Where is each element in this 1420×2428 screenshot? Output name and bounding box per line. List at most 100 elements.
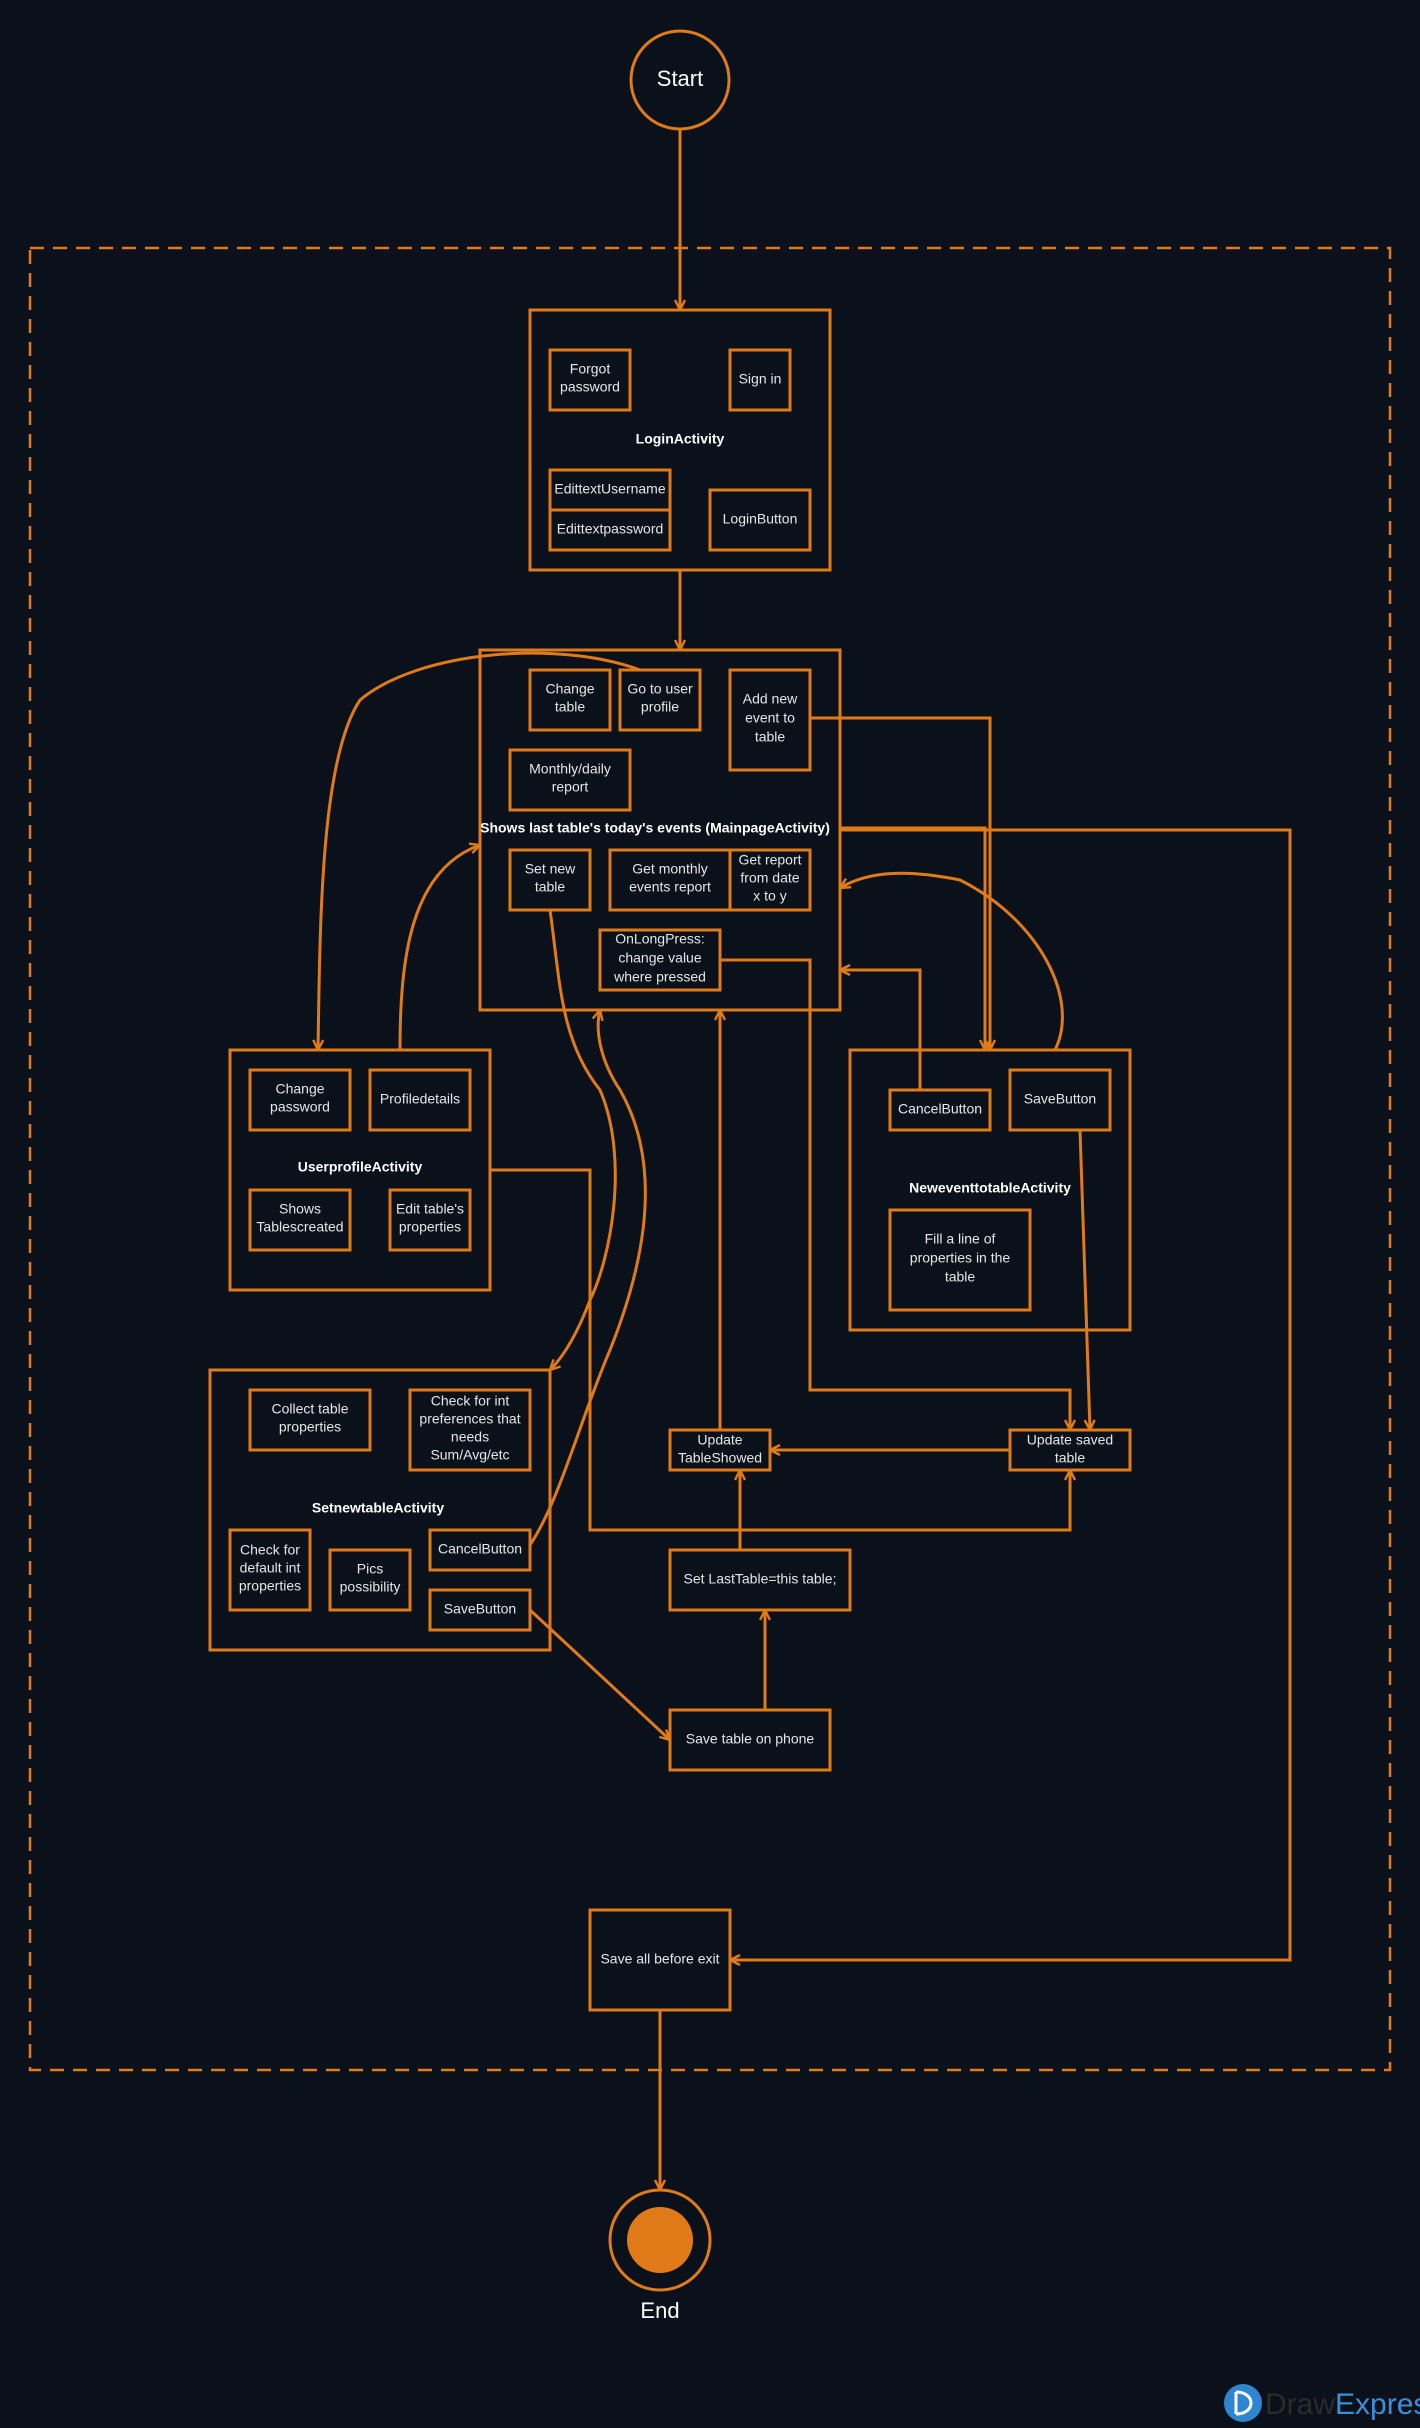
edge-add-event-newevent xyxy=(810,716,990,1050)
edges xyxy=(318,129,1292,2190)
edit-properties-line2: properties xyxy=(399,1219,461,1235)
newevent-save-label: SaveButton xyxy=(1024,1091,1096,1107)
setnewtable-activity: Collect table properties Check for int p… xyxy=(208,1368,552,1652)
fill-line-line2: properties in the xyxy=(910,1250,1011,1266)
update-tableshowed-line1: Update xyxy=(697,1432,742,1448)
check-int-box xyxy=(408,1388,532,1472)
sign-in-box[interactable] xyxy=(728,348,792,412)
long-press-line3: where pressed xyxy=(613,969,706,985)
profiledetails-box[interactable] xyxy=(368,1068,472,1132)
shows-tables-line2: Tablescreated xyxy=(256,1219,343,1235)
save-all-label: Save all before exit xyxy=(600,1951,719,1967)
add-event-line2: event to xyxy=(745,710,795,726)
sign-in-label: Sign in xyxy=(739,371,782,387)
login-button-label: LoginButton xyxy=(723,511,798,527)
pics-line2: possibility xyxy=(340,1579,401,1595)
set-new-table-line1: Set new xyxy=(525,861,576,877)
long-press-line2: change value xyxy=(618,950,702,966)
set-lasttable-label: Set LastTable=this table; xyxy=(684,1571,837,1587)
login-button-box[interactable] xyxy=(708,488,812,552)
setnew-cancel-box[interactable] xyxy=(428,1528,532,1572)
setnew-cancel-label: CancelButton xyxy=(438,1541,522,1557)
newevent-activity: CancelButton SaveButton NeweventtotableA… xyxy=(848,1048,1132,1332)
pics-box[interactable] xyxy=(328,1548,412,1612)
pics-line1: Pics xyxy=(357,1561,383,1577)
go-to-profile-box[interactable] xyxy=(618,668,702,732)
update-tableshowed-line2: TableShowed xyxy=(678,1450,762,1466)
edge-main-newevent xyxy=(840,826,985,1050)
end-node-fill xyxy=(627,2207,693,2273)
fill-line-line3: table xyxy=(945,1269,976,1285)
get-report-line1: Get report xyxy=(738,852,801,868)
change-password-box[interactable] xyxy=(248,1068,352,1132)
change-table-line2: table xyxy=(555,699,586,715)
start-label: Start xyxy=(657,66,703,91)
get-monthly-line1: Get monthly xyxy=(632,861,707,877)
edge-newevent-save-updatesaved xyxy=(1078,1129,1090,1430)
edge-setnew-save-savephone xyxy=(528,1608,670,1740)
get-report-line3: x to y xyxy=(753,888,786,904)
add-event-line3: table xyxy=(755,729,786,745)
login-activity: Forgot password Sign in LoginActivity Ed… xyxy=(528,308,832,572)
mainpage-activity-title: Shows last table's today's events (Mainp… xyxy=(480,820,830,836)
password-field-box[interactable] xyxy=(548,508,672,552)
newevent-cancel-label: CancelButton xyxy=(898,1101,982,1117)
check-int-line1: Check for int xyxy=(431,1393,510,1409)
monthly-daily-line2: report xyxy=(552,779,589,795)
setnew-save-label: SaveButton xyxy=(444,1601,516,1617)
shows-tables-line1: Shows xyxy=(279,1201,321,1217)
edge-longpress-updatesaved xyxy=(720,958,1070,1430)
change-password-line2: password xyxy=(270,1099,330,1115)
setnewtable-activity-title: SetnewtableActivity xyxy=(312,1500,444,1516)
collect-props-line2: properties xyxy=(279,1419,341,1435)
newevent-activity-title: NeweventtotableActivity xyxy=(909,1180,1071,1196)
profiledetails-label: Profiledetails xyxy=(380,1091,460,1107)
edge-newevent-cancel-main xyxy=(840,970,922,1090)
collect-props-box xyxy=(248,1388,372,1452)
username-field-label: EdittextUsername xyxy=(554,481,665,497)
system-boundary xyxy=(28,246,1392,2072)
forgot-password-line1: Forgot xyxy=(570,361,611,377)
shows-tables-box[interactable] xyxy=(248,1188,352,1252)
set-new-table-line2: table xyxy=(535,879,566,895)
get-monthly-line2: events report xyxy=(629,879,711,895)
drawexpress-brand-prefix: DrawExpress xyxy=(1265,2388,1420,2421)
edit-properties-line1: Edit table's xyxy=(396,1201,464,1217)
edit-properties-box[interactable] xyxy=(388,1188,472,1252)
drawexpress-logo-icon xyxy=(1224,2384,1262,2422)
edge-main-save-all xyxy=(730,828,1292,1960)
long-press-line1: OnLongPress: xyxy=(615,931,705,947)
fill-line-line1: Fill a line of xyxy=(925,1231,996,1247)
change-table-line1: Change xyxy=(545,681,594,697)
add-event-box[interactable] xyxy=(728,668,812,772)
edge-userprofile-main xyxy=(398,845,480,1051)
edge-userprofile-updatesaved xyxy=(490,1168,1070,1532)
add-event-line1: Add new xyxy=(743,691,798,707)
drawexpress-watermark: DrawExpress xyxy=(1224,2384,1420,2422)
mainpage-activity: Change table Go to user profile Add new … xyxy=(478,648,842,1012)
go-to-profile-line1: Go to user xyxy=(627,681,693,697)
forgot-password-box[interactable] xyxy=(548,348,632,412)
check-default-line3: properties xyxy=(239,1578,301,1594)
collect-props-line1: Collect table xyxy=(271,1401,348,1417)
end-label: End xyxy=(640,2298,679,2323)
edge-setnew-cancel-main xyxy=(528,1010,647,1546)
check-int-line4: Sum/Avg/etc xyxy=(430,1447,509,1463)
userprofile-activity: Change password Profiledetails Userprofi… xyxy=(228,1048,492,1292)
get-report-box[interactable] xyxy=(728,848,812,912)
check-default-line2: default int xyxy=(240,1560,301,1576)
userprofile-activity-title: UserprofileActivity xyxy=(298,1159,423,1175)
change-password-line1: Change xyxy=(275,1081,324,1097)
monthly-daily-box[interactable] xyxy=(508,748,632,812)
newevent-save-box[interactable] xyxy=(1008,1068,1112,1132)
change-table-box[interactable] xyxy=(528,668,612,732)
check-default-box xyxy=(228,1528,312,1612)
check-default-line1: Check for xyxy=(240,1542,300,1558)
save-on-phone-label: Save table on phone xyxy=(686,1731,815,1747)
check-int-line2: preferences that xyxy=(419,1411,520,1427)
update-saved-line2: table xyxy=(1055,1450,1086,1466)
edge-profile-userprofile xyxy=(318,651,641,1050)
password-field-label: Edittextpassword xyxy=(557,521,664,537)
newevent-cancel-box[interactable] xyxy=(888,1088,992,1132)
